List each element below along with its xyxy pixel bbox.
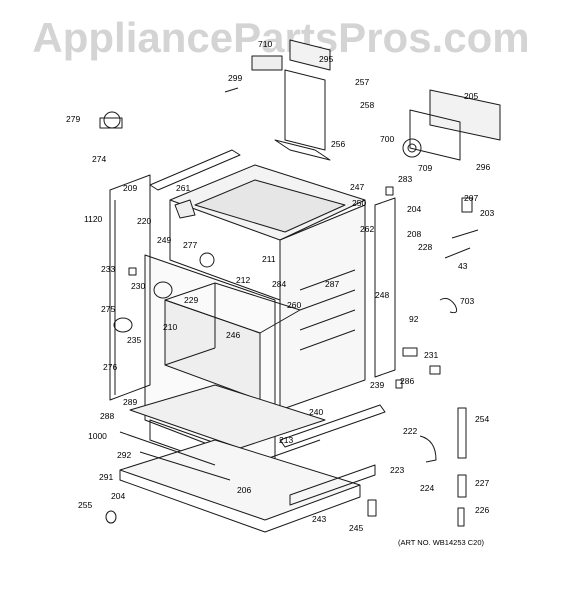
callout-291: 291 — [99, 472, 114, 482]
vent-parts — [224, 39, 501, 161]
callout-229: 229 — [184, 295, 199, 305]
callout-1120: 1120 — [84, 214, 103, 224]
callout-254: 254 — [475, 414, 490, 424]
callout-248: 248 — [375, 290, 390, 300]
watermark: AppliancePartsPros.com — [32, 14, 530, 61]
callout-224: 224 — [420, 483, 435, 493]
callout-249: 249 — [157, 235, 172, 245]
callout-211: 211 — [262, 254, 276, 264]
callout-203: 203 — [480, 208, 495, 218]
callout-260: 260 — [287, 300, 302, 310]
callout-231: 231 — [424, 350, 439, 360]
callout-1000: 1000 — [88, 431, 107, 441]
callout-709: 709 — [418, 163, 433, 173]
callout-204b: 204 — [111, 491, 126, 501]
callout-207: 207 — [464, 193, 479, 203]
callout-250: 250 — [352, 198, 367, 208]
callout-710: 710 — [258, 39, 273, 49]
callout-210: 210 — [163, 322, 178, 332]
callout-228: 228 — [418, 242, 433, 252]
callout-240: 240 — [309, 407, 324, 417]
callout-283: 283 — [398, 174, 413, 184]
callout-296: 296 — [476, 162, 491, 172]
callout-208: 208 — [407, 229, 422, 239]
callout-205: 205 — [464, 91, 479, 101]
callout-246: 246 — [226, 330, 241, 340]
callout-204: 204 — [407, 204, 422, 214]
callout-295: 295 — [319, 54, 334, 64]
callout-299: 299 — [228, 73, 243, 83]
callout-243: 243 — [312, 514, 327, 524]
cabinet-body — [109, 149, 396, 533]
callout-247: 247 — [350, 182, 365, 192]
callout-274: 274 — [92, 154, 107, 164]
callout-233: 233 — [101, 264, 116, 274]
callout-286: 286 — [400, 376, 415, 386]
callout-288: 288 — [100, 411, 115, 421]
callout-284: 284 — [272, 279, 287, 289]
callout-256: 256 — [331, 139, 346, 149]
callout-255: 255 — [78, 500, 93, 510]
callout-279: 279 — [66, 114, 81, 124]
callout-257: 257 — [355, 77, 370, 87]
callout-277: 277 — [183, 240, 198, 250]
callout-258: 258 — [360, 100, 375, 110]
callout-700: 700 — [380, 134, 395, 144]
callout-703: 703 — [460, 296, 475, 306]
callout-212: 212 — [236, 275, 251, 285]
callout-230: 230 — [131, 281, 146, 291]
callout-92: 92 — [409, 314, 419, 324]
callout-235: 235 — [127, 335, 142, 345]
callout-206: 206 — [237, 485, 252, 495]
art-number-note: (ART NO. WB14253 C20) — [398, 538, 485, 547]
callout-213: 213 — [279, 435, 294, 445]
callout-245: 245 — [349, 523, 364, 533]
callout-262: 262 — [360, 224, 375, 234]
callout-289: 289 — [123, 397, 138, 407]
callout-276: 276 — [103, 362, 118, 372]
callout-227: 227 — [475, 478, 490, 488]
callout-222: 222 — [403, 426, 418, 436]
callout-239: 239 — [370, 380, 385, 390]
callout-220: 220 — [137, 216, 152, 226]
callout-287: 287 — [325, 279, 340, 289]
callout-226: 226 — [475, 505, 490, 515]
callout-275: 275 — [101, 304, 116, 314]
small-parts — [99, 111, 479, 527]
callout-43: 43 — [458, 261, 468, 271]
callout-261: 261 — [176, 183, 191, 193]
callout-209: 209 — [123, 183, 138, 193]
callout-223: 223 — [390, 465, 405, 475]
callout-292: 292 — [117, 450, 132, 460]
